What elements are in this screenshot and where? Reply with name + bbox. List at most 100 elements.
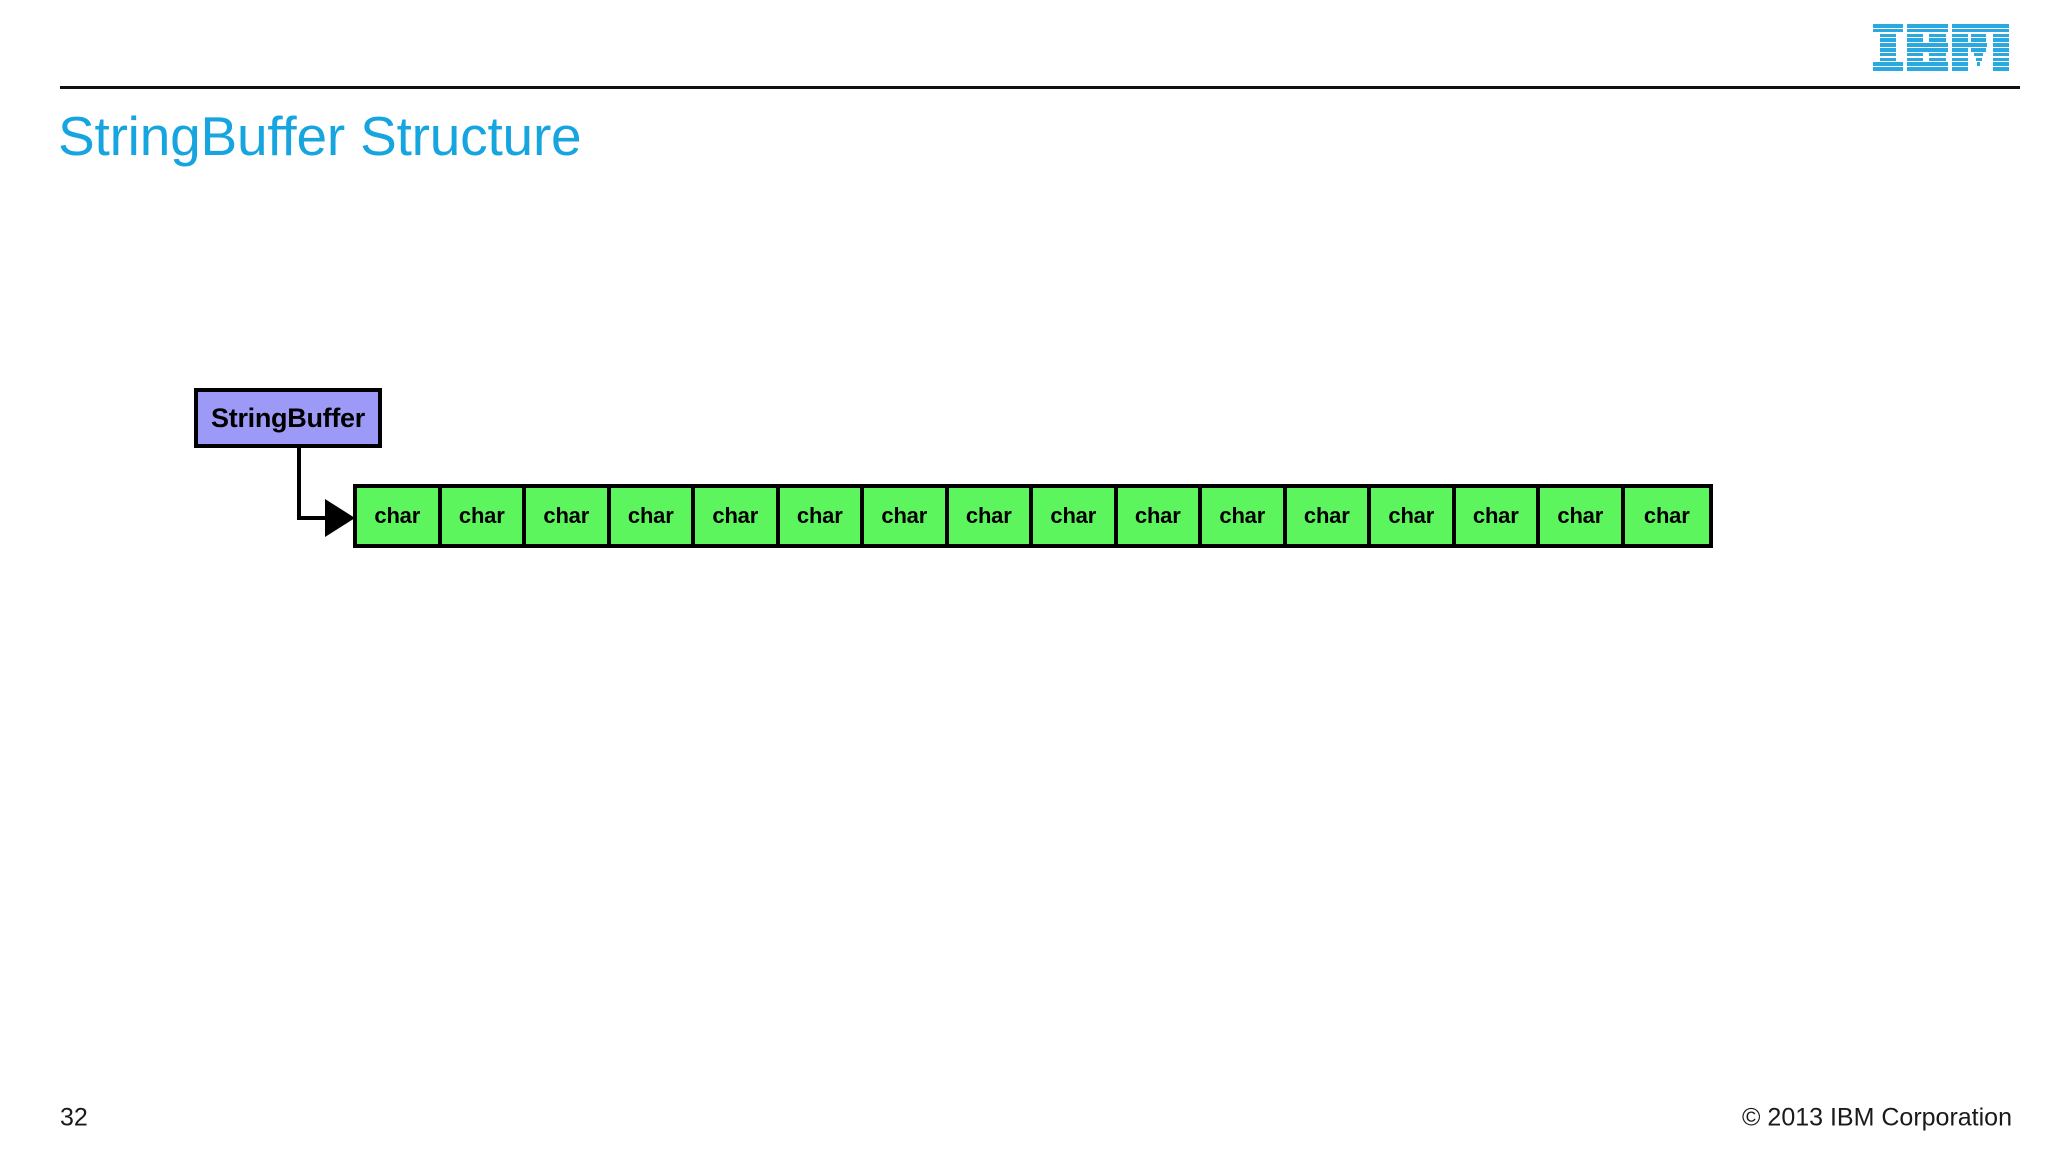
ibm-logo-stripe <box>1951 52 1969 57</box>
ibm-logo-stripe <box>1928 33 1947 38</box>
ibm-logo-stripe <box>1907 28 1948 33</box>
ibm-logo-stripe <box>1907 24 1948 28</box>
char-cell-label: char <box>458 503 505 528</box>
ibm-logo-stripe <box>1928 57 1947 62</box>
ibm-logo-stripe <box>1879 52 1897 57</box>
page-number: 32 <box>60 1103 88 1132</box>
char-cell: char <box>357 488 442 544</box>
ibm-logo-stripe <box>1879 57 1897 62</box>
ibm-logo-stripe <box>1992 38 2009 42</box>
ibm-logo-stripe <box>1992 43 2009 47</box>
char-cell-label: char <box>1472 503 1519 528</box>
ibm-logo-stripe <box>1879 33 1897 38</box>
ibm-logo-stripe-row <box>1873 62 2009 67</box>
ibm-logo-stripe <box>1970 38 1986 42</box>
char-cell: char <box>526 488 611 544</box>
ibm-logo-stripe-row <box>1873 67 2009 72</box>
arrow-right-icon <box>325 499 355 537</box>
ibm-logo-stripe <box>1970 47 1986 52</box>
char-cell: char <box>1033 488 1118 544</box>
ibm-logo-stripe <box>1951 24 2009 28</box>
ibm-logo-stripe <box>1873 28 1903 33</box>
ibm-logo-stripe <box>1970 33 1986 38</box>
connector-vertical-segment <box>297 448 301 520</box>
char-cell-label: char <box>374 503 421 528</box>
ibm-logo-stripe <box>1968 43 1988 47</box>
ibm-logo-stripe <box>1879 43 1897 47</box>
ibm-logo-stripe <box>1907 52 1924 57</box>
ibm-logo-stripe <box>1992 52 2009 57</box>
char-cell-label: char <box>965 503 1012 528</box>
ibm-logo-stripe <box>1992 33 2009 38</box>
ibm-logo-stripe <box>1951 67 1969 71</box>
ibm-logo-stripe-row <box>1873 24 2009 29</box>
ibm-logo-stripe-row <box>1873 28 2009 34</box>
char-cell: char <box>1286 488 1371 544</box>
char-cell: char <box>1624 488 1709 544</box>
char-cell: char <box>779 488 864 544</box>
ibm-logo-stripe <box>1975 57 1982 62</box>
ibm-logo-stripe-row <box>1873 57 2009 63</box>
ibm-logo-stripe <box>1992 47 2009 52</box>
ibm-logo-stripe <box>1951 28 2009 33</box>
ibm-logo-stripe-row <box>1873 47 2009 53</box>
char-array: char char char char char char char char char char… <box>353 484 1713 548</box>
char-cell-label: char <box>1388 503 1435 528</box>
ibm-logo-stripe <box>1928 38 1947 42</box>
ibm-logo-stripe <box>1977 62 1981 66</box>
char-cell-label: char <box>1050 503 1097 528</box>
char-cell-label: char <box>1303 503 1350 528</box>
ibm-logo-stripe-row <box>1873 52 2009 58</box>
char-cell: char <box>695 488 780 544</box>
ibm-logo-stripe <box>1992 67 2009 71</box>
char-cell: char <box>1371 488 1456 544</box>
ibm-logo-stripe <box>1907 67 1948 71</box>
ibm-logo-stripe <box>1873 24 1903 28</box>
char-cell: char <box>1117 488 1202 544</box>
page-title: StringBuffer Structure <box>58 105 582 167</box>
char-cell: char <box>1202 488 1287 544</box>
ibm-logo-stripe <box>1951 43 1969 47</box>
char-cell: char <box>1540 488 1625 544</box>
ibm-logo-stripe <box>1951 38 1969 42</box>
ibm-logo-stripe <box>1951 57 1969 62</box>
copyright-notice: © 2013 IBM Corporation <box>1742 1103 2012 1132</box>
char-cell: char <box>864 488 949 544</box>
ibm-logo-stripe <box>1873 67 1903 71</box>
ibm-logo-stripe <box>1879 47 1897 52</box>
ibm-logo-stripe <box>1873 62 1903 66</box>
ibm-logo-stripe <box>1907 47 1948 52</box>
char-cell-label: char <box>1643 503 1690 528</box>
ibm-logo-stripe <box>1951 33 1969 38</box>
ibm-logo-stripe <box>1974 52 1984 57</box>
char-cell-label: char <box>1134 503 1181 528</box>
stringbuffer-label: StringBuffer <box>211 402 365 433</box>
char-cell: char <box>948 488 1033 544</box>
ibm-logo-stripe-row <box>1873 33 2009 39</box>
char-cell-label: char <box>627 503 674 528</box>
char-cell-label: char <box>712 503 759 528</box>
ibm-logo-stripe <box>1907 33 1924 38</box>
char-cell-label: char <box>1557 503 1604 528</box>
ibm-logo-stripe <box>1907 43 1948 47</box>
char-cell-label: char <box>796 503 843 528</box>
char-cell-label: char <box>1219 503 1266 528</box>
connector-horizontal-segment <box>297 516 350 520</box>
char-cell: char <box>610 488 695 544</box>
ibm-logo-stripe <box>1907 62 1948 66</box>
char-cell: char <box>441 488 526 544</box>
ibm-logo-stripe <box>1951 62 1969 66</box>
ibm-logo-stripe <box>1992 62 2009 66</box>
ibm-logo-stripe-row <box>1873 43 2009 48</box>
char-cell: char <box>1455 488 1540 544</box>
ibm-logo-stripe <box>1907 57 1924 62</box>
ibm-logo-stripe <box>1992 57 2009 62</box>
ibm-logo-stripe <box>1907 38 1924 42</box>
ibm-logo-stripe-row <box>1873 38 2009 43</box>
char-cell-label: char <box>881 503 928 528</box>
ibm-logo-stripe <box>1928 52 1947 57</box>
stringbuffer-reference-box: StringBuffer <box>194 388 382 448</box>
ibm-logo <box>1873 24 2009 72</box>
